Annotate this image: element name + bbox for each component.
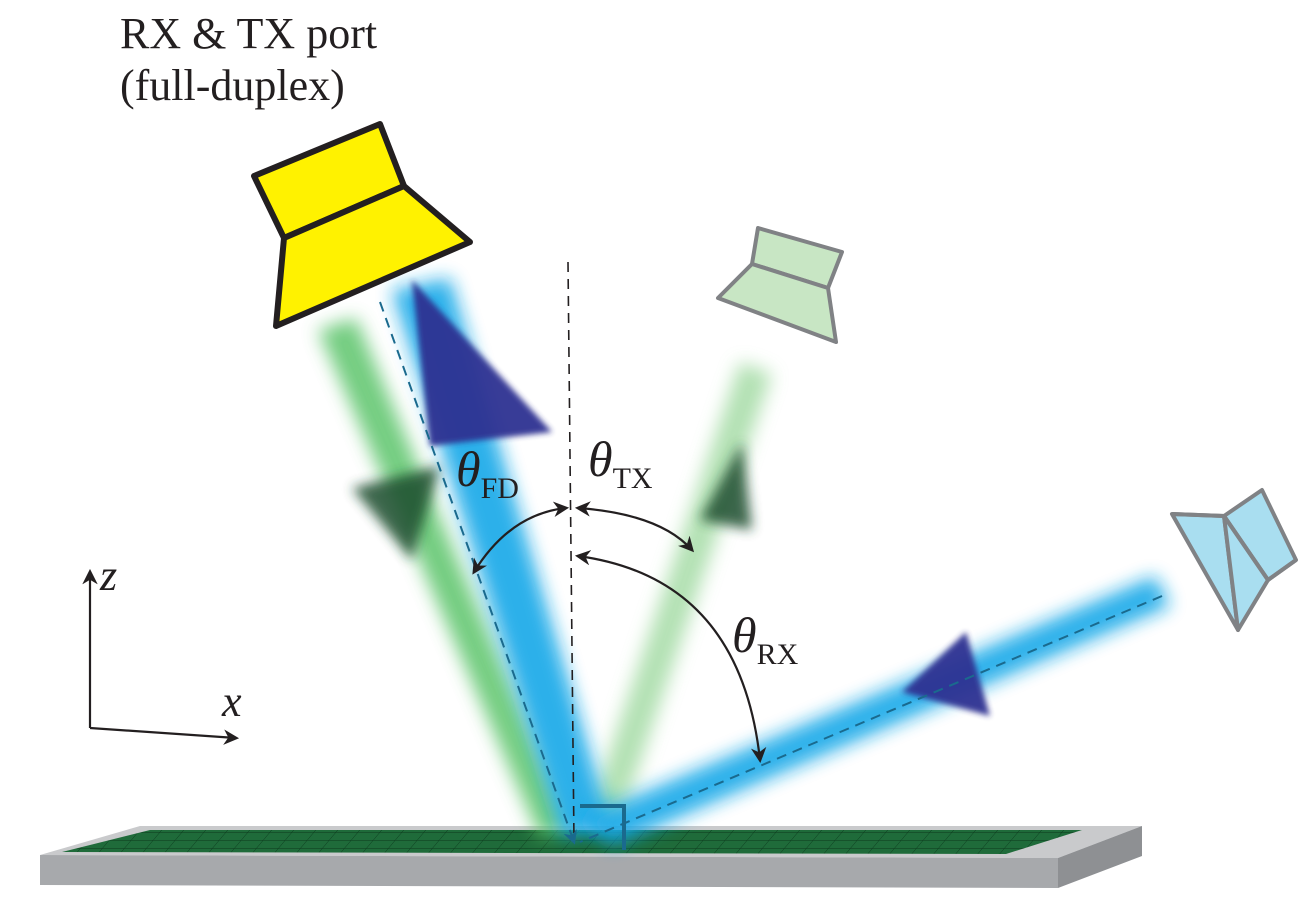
metasurface [40,826,1142,888]
blue-horn-icon [1170,488,1298,632]
slab-front [40,855,1058,888]
blue-beam-rx [578,576,1170,846]
theta-fd-label: θFD [456,441,519,505]
fd-beam-axis [379,301,577,845]
arc-rx [574,550,767,764]
theta-rx-label: θRX [732,607,799,671]
green-arrow-down [352,466,440,560]
arc-tx [574,501,695,553]
theta-tx-label: θTX [588,431,653,495]
port-label-line2: (full-duplex) [120,61,345,110]
right-angle-marker [580,804,626,850]
yellow-horn-icon [251,121,473,329]
z-axis-label: z [99,551,117,600]
rx-beam-axis [579,595,1163,843]
x-axis-label: x [221,677,242,726]
navy-arrow-fd [412,280,552,446]
surface-normal [567,261,575,843]
green-horn-icon [716,226,844,344]
arc-fd [472,501,570,575]
slab-side [1058,826,1142,888]
coordinate-axes: z x [82,551,242,745]
port-label-line1: RX & TX port [120,9,378,58]
navy-arrow-rx [902,632,990,716]
x-axis [89,726,240,745]
port-label: RX & TX port (full-duplex) [120,8,377,112]
green-beam-incident [318,318,572,838]
green-arrow-up [700,442,752,530]
